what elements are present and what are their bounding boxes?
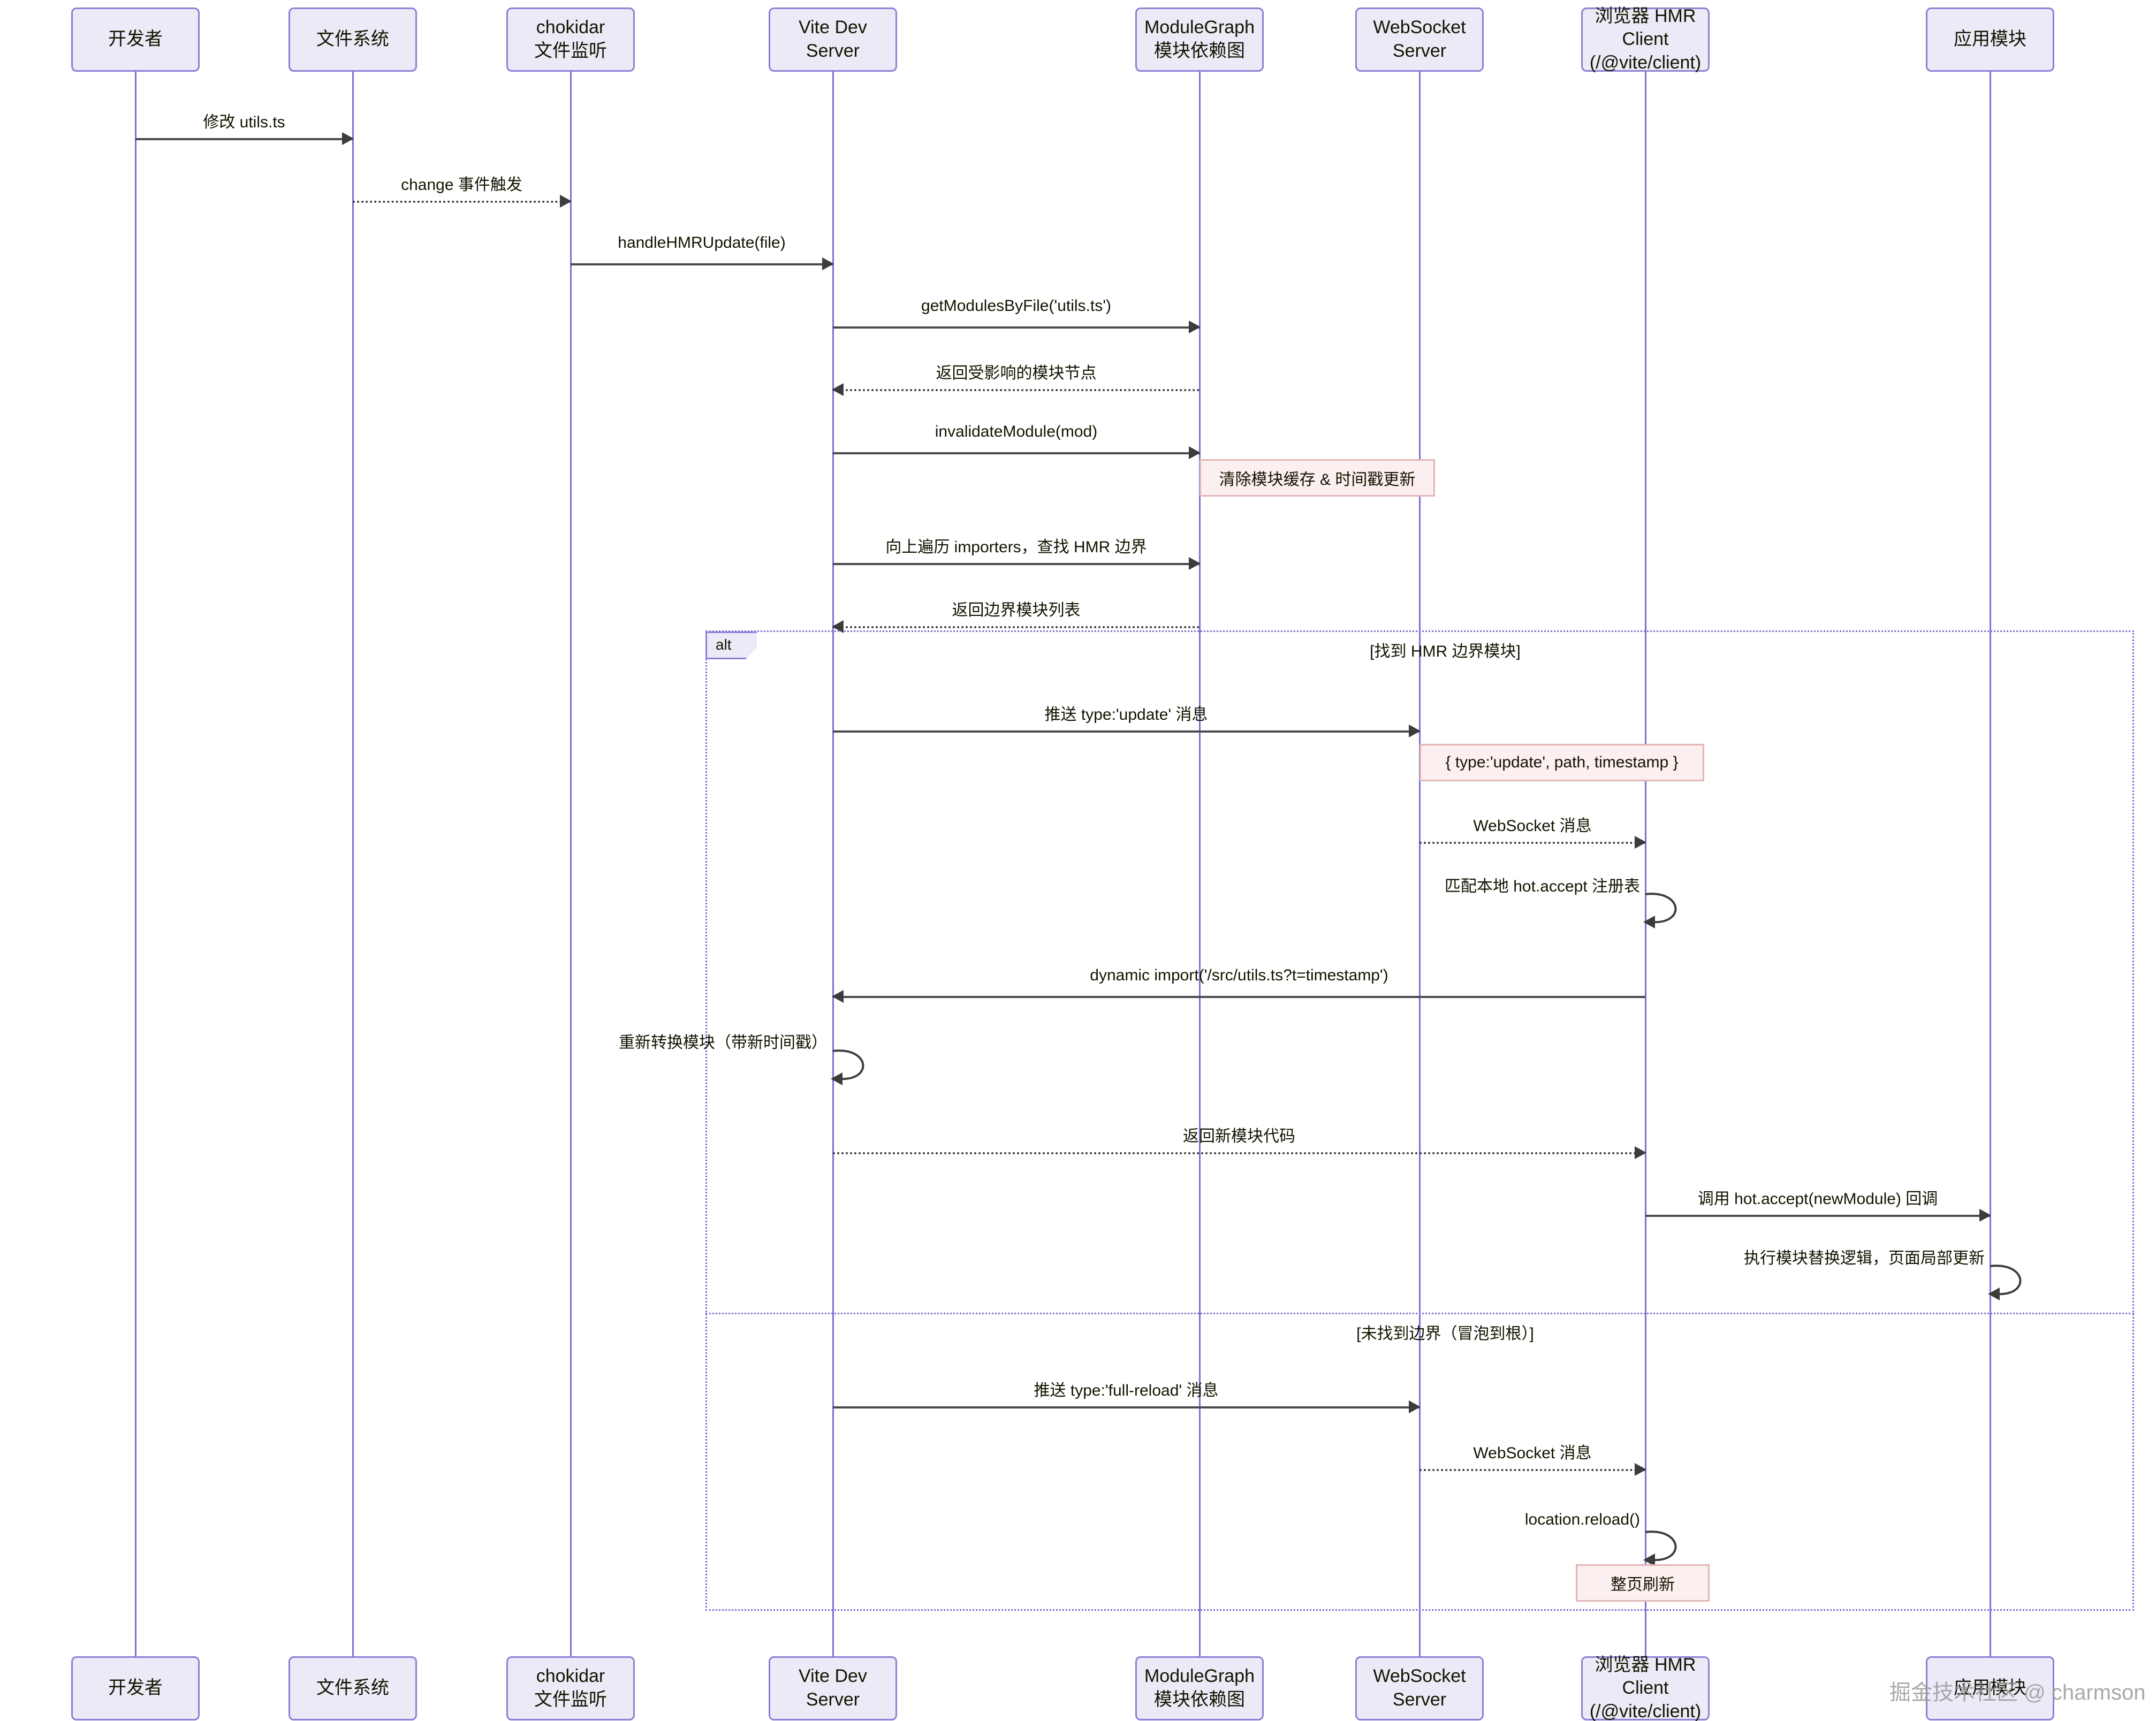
message-line <box>833 996 1645 998</box>
lifeline-graph <box>1198 72 1201 1656</box>
message-label: invalidateModule(mod) <box>935 423 1098 440</box>
self-call-loop-icon <box>1988 1263 2037 1301</box>
participant-box-hmr-top[interactable]: 浏览器 HMR Client (/@vite/client) <box>1581 6 1710 73</box>
arrow-head-icon <box>1189 446 1201 459</box>
participant-box-dev-bottom[interactable]: 开发者 <box>71 1656 200 1720</box>
message-line <box>135 138 353 140</box>
message-label: 推送 type:'update' 消息 <box>1044 706 1208 724</box>
participant-box-appmod-bottom[interactable]: 应用模块 <box>1926 1656 2054 1720</box>
message-label: 向上遍历 importers，查找 HMR 边界 <box>885 538 1147 556</box>
alt-fragment-tag: alt <box>705 631 757 659</box>
self-call-label: location.reload() <box>1524 1511 1640 1528</box>
note-box: 清除模块缓存 & 时间戳更新 <box>1200 459 1435 497</box>
message-label: 返回新模块代码 <box>1183 1128 1295 1145</box>
participant-box-graph-top[interactable]: ModuleGraph 模块依赖图 <box>1135 7 1264 72</box>
lifeline-vite <box>832 72 834 1656</box>
arrow-head-icon <box>342 132 354 145</box>
participant-box-ws-top[interactable]: WebSocket Server <box>1355 7 1484 72</box>
message-line <box>1645 1215 1990 1217</box>
message-line <box>833 730 1419 733</box>
message-label: WebSocket 消息 <box>1473 817 1592 835</box>
message-line <box>833 1406 1419 1408</box>
message-label: handleHMRUpdate(file) <box>618 234 786 252</box>
note-box: 整页刷新 <box>1576 1564 1710 1602</box>
message-line <box>1419 1469 1645 1471</box>
message-line <box>833 563 1200 565</box>
lifeline-chokidar <box>570 72 572 1656</box>
arrow-head-icon <box>1409 725 1421 737</box>
self-call-label: 匹配本地 hot.accept 注册表 <box>1444 878 1640 895</box>
participant-box-appmod-top[interactable]: 应用模块 <box>1926 7 2054 72</box>
message-label: WebSocket 消息 <box>1473 1444 1592 1462</box>
self-call-loop-icon <box>831 1048 880 1086</box>
lifeline-hmr <box>1644 72 1646 1656</box>
participant-box-fs-bottom[interactable]: 文件系统 <box>289 1656 417 1720</box>
message-label: 推送 type:'full-reload' 消息 <box>1034 1382 1219 1399</box>
lifeline-appmod <box>1989 72 1991 1656</box>
participant-box-vite-top[interactable]: Vite Dev Server <box>769 7 897 72</box>
arrow-head-icon <box>1635 1463 1646 1476</box>
message-label: change 事件触发 <box>401 176 522 194</box>
participant-box-dev-top[interactable]: 开发者 <box>71 7 200 72</box>
message-line <box>833 326 1200 329</box>
participant-box-chokidar-bottom[interactable]: chokidar 文件监听 <box>506 1656 635 1720</box>
self-call-loop-icon <box>1643 891 1692 930</box>
message-line <box>833 1152 1645 1154</box>
watermark: 掘金技术社区 @ charmson <box>1889 1681 2146 1704</box>
participant-box-chokidar-top[interactable]: chokidar 文件监听 <box>506 7 635 72</box>
note-box: { type:'update', path, timestamp } <box>1419 744 1704 781</box>
arrow-head-icon <box>822 257 834 270</box>
arrow-head-icon <box>1635 836 1646 849</box>
lifeline-ws <box>1418 72 1421 1656</box>
arrow-head-icon <box>1189 321 1201 333</box>
lifeline-dev <box>134 72 136 1656</box>
arrow-head-icon <box>1635 1146 1646 1159</box>
message-label: 调用 hot.accept(newModule) 回调 <box>1697 1190 1938 1208</box>
message-label: getModulesByFile('utils.ts') <box>921 297 1111 315</box>
message-line <box>833 452 1200 454</box>
message-label: 返回受影响的模块节点 <box>936 364 1097 382</box>
lifeline-fs <box>352 72 354 1656</box>
alt-branch-condition-2: [未找到边界（冒泡到根）] <box>1356 1325 1534 1343</box>
message-line <box>571 263 833 265</box>
message-label: 返回边界模块列表 <box>952 601 1081 619</box>
alt-branch-condition-1: [找到 HMR 边界模块] <box>1370 643 1521 660</box>
arrow-head-icon <box>1979 1209 1991 1222</box>
message-line <box>353 201 571 203</box>
participant-box-graph-bottom[interactable]: ModuleGraph 模块依赖图 <box>1135 1656 1264 1720</box>
message-label: dynamic import('/src/utils.ts?t=timestam… <box>1090 966 1388 984</box>
message-line <box>833 626 1200 628</box>
arrow-head-icon <box>832 990 844 1003</box>
message-label: 修改 utils.ts <box>203 113 285 131</box>
arrow-head-icon <box>832 620 844 633</box>
message-line <box>1419 842 1645 844</box>
arrow-head-icon <box>1409 1400 1421 1413</box>
self-call-loop-icon <box>1643 1529 1692 1567</box>
participant-box-ws-bottom[interactable]: WebSocket Server <box>1355 1656 1484 1720</box>
self-call-label: 执行模块替换逻辑，页面局部更新 <box>1744 1250 1985 1267</box>
arrow-head-icon <box>1189 557 1201 570</box>
alt-fragment-divider <box>705 1313 2134 1314</box>
participant-box-hmr-bottom[interactable]: 浏览器 HMR Client (/@vite/client) <box>1581 1655 1710 1721</box>
arrow-head-icon <box>560 195 572 208</box>
participant-box-vite-bottom[interactable]: Vite Dev Server <box>769 1656 897 1720</box>
arrow-head-icon <box>832 383 844 396</box>
participant-box-fs-top[interactable]: 文件系统 <box>289 7 417 72</box>
self-call-label: 重新转换模块（带新时间戳） <box>619 1034 828 1052</box>
message-line <box>833 389 1200 391</box>
